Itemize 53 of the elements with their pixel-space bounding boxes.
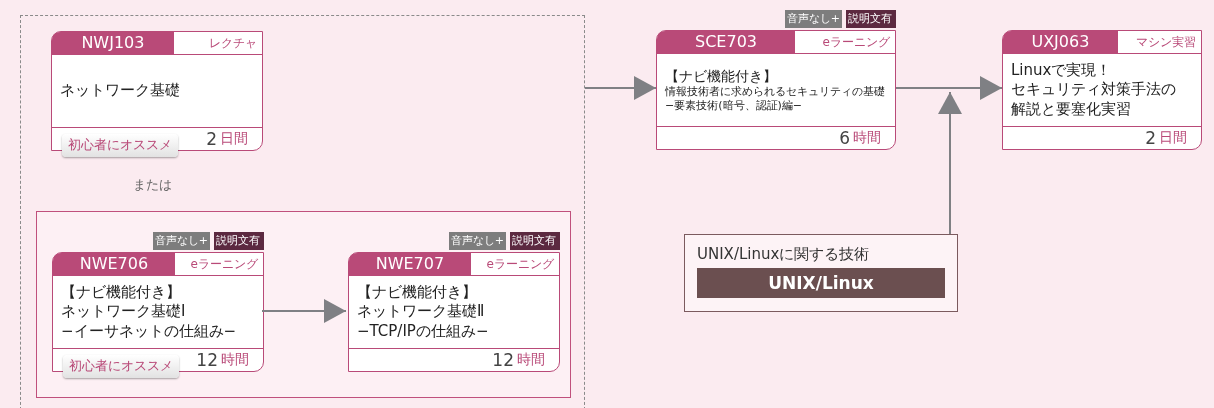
course-title: 【ナビ機能付き】 <box>665 66 777 85</box>
course-card <box>1002 30 1202 150</box>
connector-text: または <box>133 176 172 194</box>
audio-badge: 音声なし+ <box>448 232 506 250</box>
course-type: eラーニング <box>485 256 555 273</box>
duration-unit: 日間 <box>1159 129 1187 147</box>
audio-badge: 音声なし+ <box>152 232 210 250</box>
course-title: ネットワーク基礎 <box>60 81 180 101</box>
course-title: 【ナビ機能付き】 <box>61 282 181 303</box>
duration-number: 12 <box>196 350 218 370</box>
caption-badge: 説明文有 <box>510 232 560 250</box>
course-code: SCE703 <box>657 31 796 53</box>
course-title: Linuxで実現！ <box>1011 60 1112 81</box>
course-title: 情報技術者に求められるセキュリティの基礎 <box>665 84 885 99</box>
recommend-tag: 初心者にオススメ <box>63 355 179 378</box>
caption-badge: 説明文有 <box>846 10 896 28</box>
skill-bar: UNIX/Linux <box>697 268 945 298</box>
duration-number: 12 <box>492 350 514 370</box>
arrow <box>895 76 1003 100</box>
duration-unit: 時間 <box>221 351 249 369</box>
arrow <box>584 76 657 100</box>
dashed-group-frame <box>20 15 585 408</box>
course-code: UXJ063 <box>1003 31 1118 53</box>
course-card <box>348 252 560 372</box>
course-code: NWE707 <box>349 253 471 275</box>
duration-unit: 時間 <box>853 129 881 147</box>
duration-number: 2 <box>206 129 217 149</box>
course-code: NWE706 <box>53 253 175 275</box>
course-title: −要素技術(暗号、認証)編− <box>665 99 803 114</box>
course-title: −イーサネットの仕組み− <box>61 321 237 342</box>
duration-number: 2 <box>1145 128 1156 148</box>
skill-box <box>684 234 958 312</box>
course-type: eラーニング <box>189 256 259 273</box>
course-type: マシン実習 <box>1135 34 1197 51</box>
duration-unit: 時間 <box>517 351 545 369</box>
course-title: 【ナビ機能付き】 <box>357 282 477 303</box>
group-panel <box>36 211 571 398</box>
course-code: NWJ103 <box>52 32 174 54</box>
duration-number: 6 <box>839 128 850 148</box>
course-title: 解説と要塞化実習 <box>1011 99 1131 120</box>
arrow <box>938 91 962 235</box>
course-title: ネットワーク基礎Ⅰ <box>61 302 186 322</box>
course-title: セキュリティ対策手法の <box>1011 80 1176 100</box>
course-type: レクチャ <box>208 35 258 52</box>
skill-heading: UNIX/Linuxに関する技術 <box>697 245 871 264</box>
recommend-tag: 初心者にオススメ <box>62 134 178 157</box>
course-title: −TCP/IPの仕組み− <box>357 321 489 342</box>
audio-badge: 音声なし+ <box>784 10 842 28</box>
course-card <box>656 30 896 150</box>
caption-badge: 説明文有 <box>214 232 264 250</box>
course-title: ネットワーク基礎Ⅱ <box>357 302 485 322</box>
duration-unit: 日間 <box>220 130 248 148</box>
course-type: eラーニング <box>821 34 891 51</box>
